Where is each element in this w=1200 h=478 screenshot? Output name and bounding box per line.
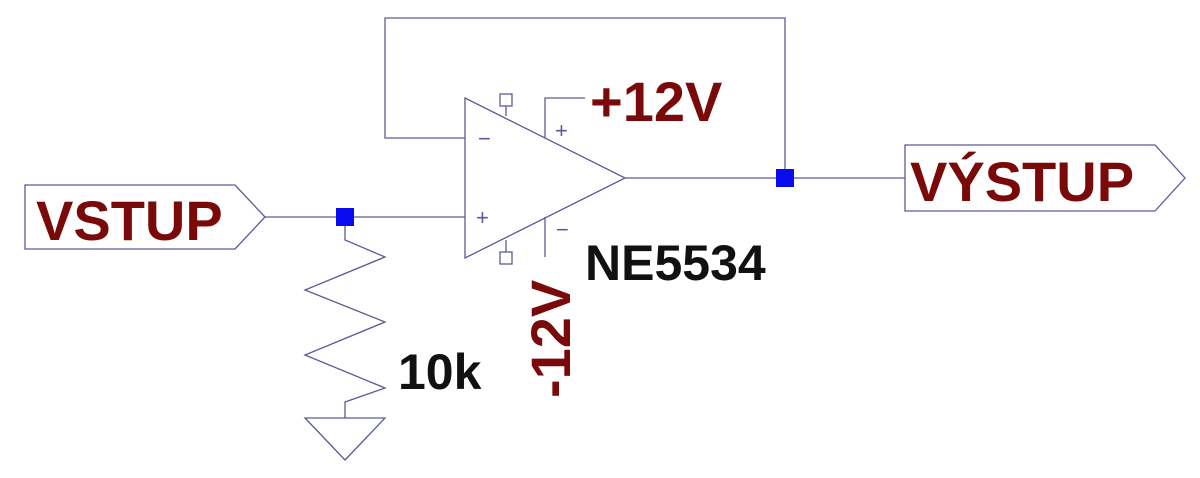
opamp-offset-pin-top <box>499 93 513 107</box>
input-net-label: VSTUP <box>36 189 223 252</box>
output-junction-dot <box>776 169 794 187</box>
non-inverting-input-mark: + <box>476 205 489 230</box>
positive-supply-wire <box>544 97 585 138</box>
opamp-model-label: NE5534 <box>585 235 766 291</box>
positive-supply-pin-mark: + <box>555 118 568 143</box>
inverting-input-mark: − <box>478 126 491 151</box>
resistor-value-label: 10k <box>398 344 482 400</box>
opamp-offset-pin-bottom <box>499 251 513 265</box>
output-net-flag <box>904 144 1186 212</box>
resistor-symbol <box>303 217 387 418</box>
negative-supply-pin-mark: − <box>556 217 569 242</box>
negative-supply-label: -12V <box>519 280 582 398</box>
input-net-flag <box>24 184 266 250</box>
ground-symbol <box>303 417 387 461</box>
positive-supply-label: +12V <box>590 70 722 133</box>
opamp-symbol <box>464 96 627 260</box>
feedback-wire <box>384 17 786 178</box>
output-net-label: VÝSTUP <box>910 150 1134 213</box>
input-junction-dot <box>336 208 354 226</box>
